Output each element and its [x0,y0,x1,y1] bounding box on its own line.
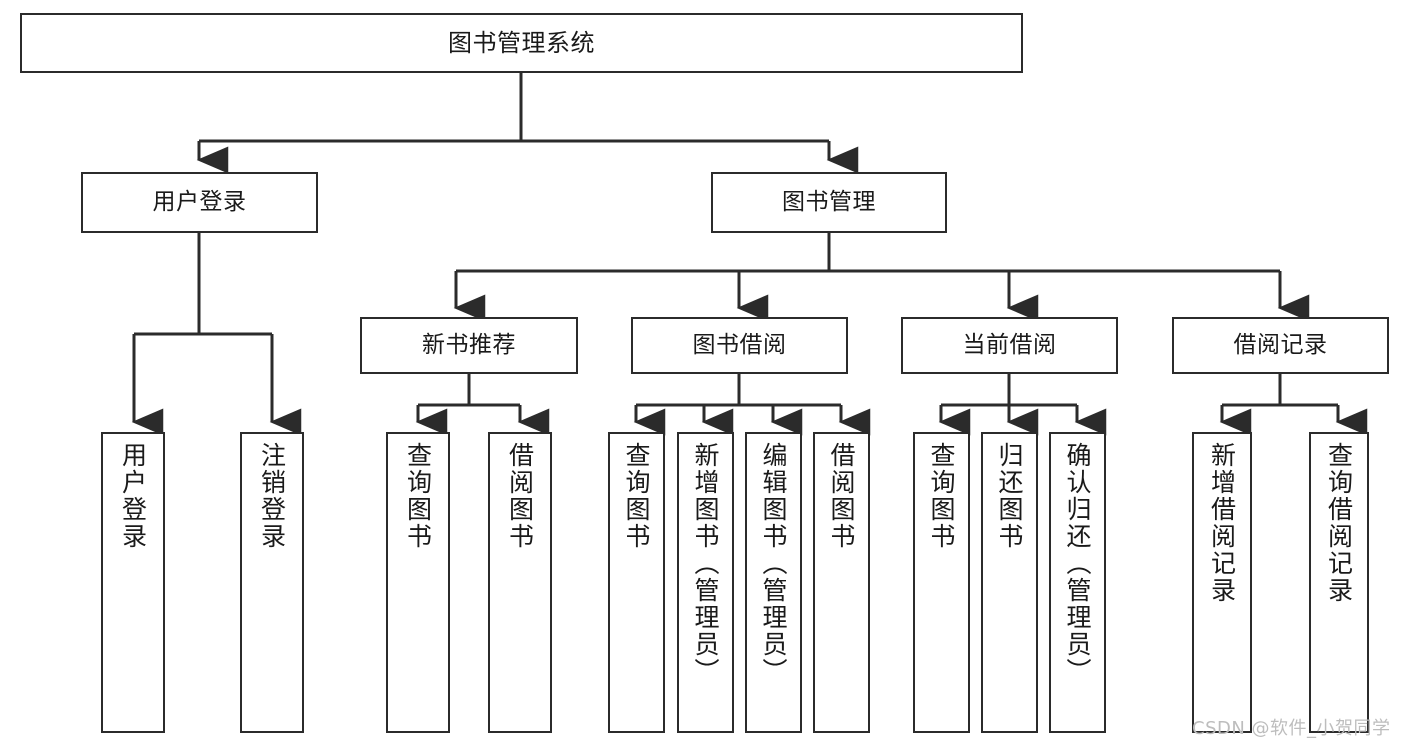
node-label: 确认归还（管理员） [1063,442,1092,685]
leaf-new-book-borrow[interactable]: 借阅图书 [488,432,552,733]
node-label: 借阅图书 [827,442,856,550]
node-label: 用户登录 [152,188,247,215]
node-label: 新书推荐 [422,331,516,358]
node-new-book-recommend[interactable]: 新书推荐 [360,317,578,374]
node-label: 查询借阅记录 [1324,442,1354,604]
leaf-current-return-book[interactable]: 归还图书 [981,432,1038,733]
node-user-login[interactable]: 用户登录 [81,172,318,233]
node-label: 查询图书 [927,442,956,550]
node-label: 注销登录 [257,442,287,550]
leaf-borrow-query-book[interactable]: 查询图书 [608,432,665,733]
leaf-records-add-record[interactable]: 新增借阅记录 [1192,432,1252,733]
node-label: 编辑图书（管理员） [759,442,788,685]
node-label: 当前借阅 [962,331,1057,358]
node-label: 借阅图书 [505,442,535,550]
node-label: 用户登录 [118,442,148,550]
node-label: 查询图书 [403,442,433,550]
node-label: 图书管理系统 [448,28,595,57]
node-book-management[interactable]: 图书管理 [711,172,947,233]
node-label: 新增图书（管理员） [691,442,720,685]
csdn-watermark: CSDN @软件_小贺同学 [1192,718,1391,739]
leaf-new-book-query[interactable]: 查询图书 [386,432,450,733]
node-book-borrow[interactable]: 图书借阅 [631,317,848,374]
node-label: 借阅记录 [1233,331,1328,358]
leaf-borrow-add-book-admin[interactable]: 新增图书（管理员） [677,432,734,733]
leaf-borrow-edit-book-admin[interactable]: 编辑图书（管理员） [745,432,802,733]
node-label: 图书管理 [782,188,876,215]
leaf-borrow-borrow-book[interactable]: 借阅图书 [813,432,870,733]
node-label: 图书借阅 [692,331,787,358]
node-label: 新增借阅记录 [1207,442,1237,604]
leaf-current-confirm-return-admin[interactable]: 确认归还（管理员） [1049,432,1106,733]
leaf-logout[interactable]: 注销登录 [240,432,304,733]
leaf-current-query-book[interactable]: 查询图书 [913,432,970,733]
node-root-book-management-system[interactable]: 图书管理系统 [20,13,1023,73]
leaf-records-query-record[interactable]: 查询借阅记录 [1309,432,1369,733]
node-label: 查询图书 [622,442,651,550]
node-label: 归还图书 [995,442,1024,550]
node-current-borrow[interactable]: 当前借阅 [901,317,1118,374]
node-borrow-records[interactable]: 借阅记录 [1172,317,1389,374]
leaf-user-login[interactable]: 用户登录 [101,432,165,733]
